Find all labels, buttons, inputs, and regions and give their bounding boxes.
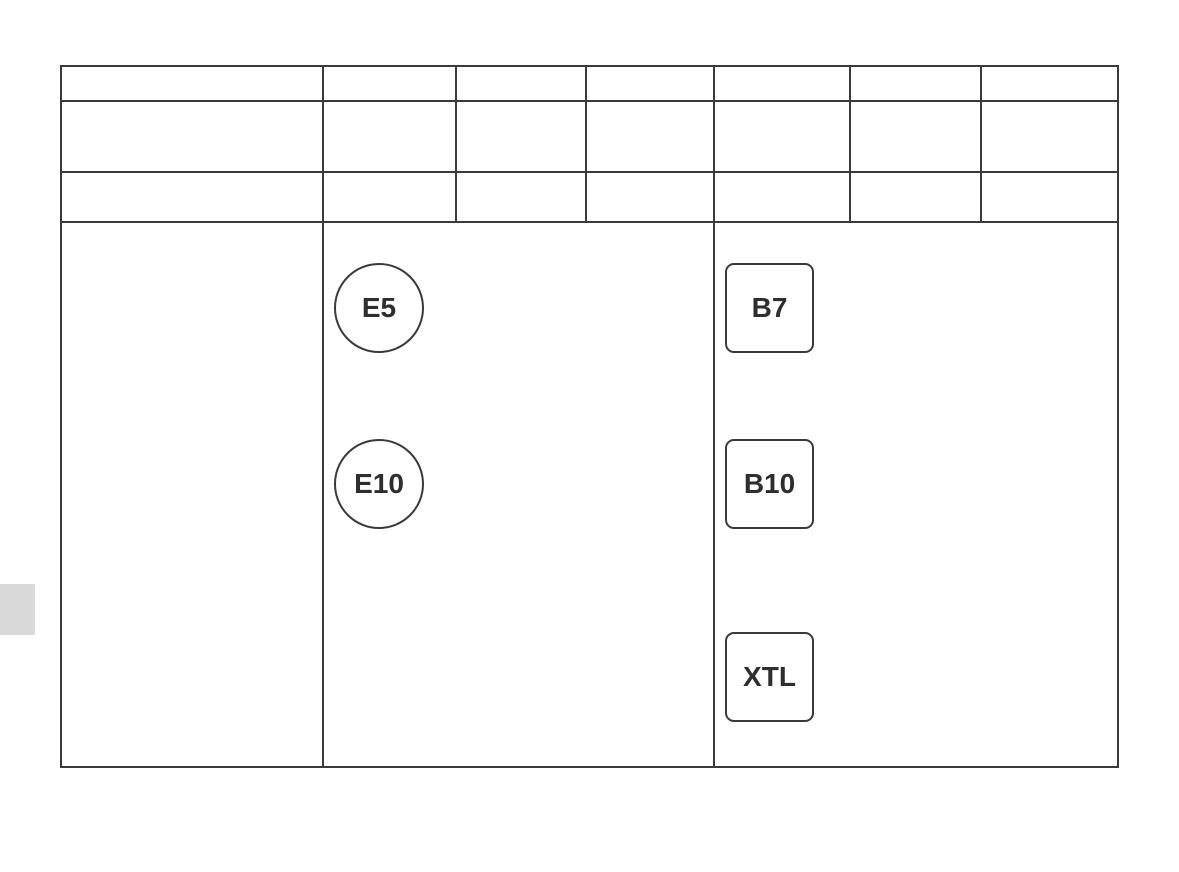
column-divider bbox=[980, 65, 982, 222]
table-border-right bbox=[1117, 65, 1119, 768]
column-divider bbox=[322, 65, 324, 768]
side-tab-marker bbox=[0, 584, 35, 635]
fuel-label-b7: B7 bbox=[725, 263, 814, 353]
table-border-left bbox=[60, 65, 62, 768]
fuel-label-xtl: XTL bbox=[725, 632, 814, 722]
fuel-label-text: B10 bbox=[743, 468, 796, 499]
fuel-label-text: XTL bbox=[743, 661, 796, 692]
fuel-label-text: B7 bbox=[751, 292, 788, 323]
column-divider bbox=[713, 65, 715, 768]
fuel-label-e10: E10 bbox=[334, 439, 424, 529]
row-divider bbox=[60, 171, 1119, 173]
column-divider bbox=[455, 65, 457, 222]
fuel-label-text: E10 bbox=[354, 468, 404, 499]
fuel-label-b10: B10 bbox=[725, 439, 814, 529]
table-border-bottom bbox=[60, 766, 1119, 768]
table-border-top bbox=[60, 65, 1119, 67]
column-divider bbox=[849, 65, 851, 222]
column-divider bbox=[585, 65, 587, 222]
fuel-label-e5: E5 bbox=[334, 263, 424, 353]
fuel-label-text: E5 bbox=[361, 292, 397, 323]
fuel-table: E5 E10 B7 B10 XTL bbox=[60, 65, 1119, 768]
row-divider bbox=[60, 221, 1119, 223]
row-divider bbox=[60, 100, 1119, 102]
